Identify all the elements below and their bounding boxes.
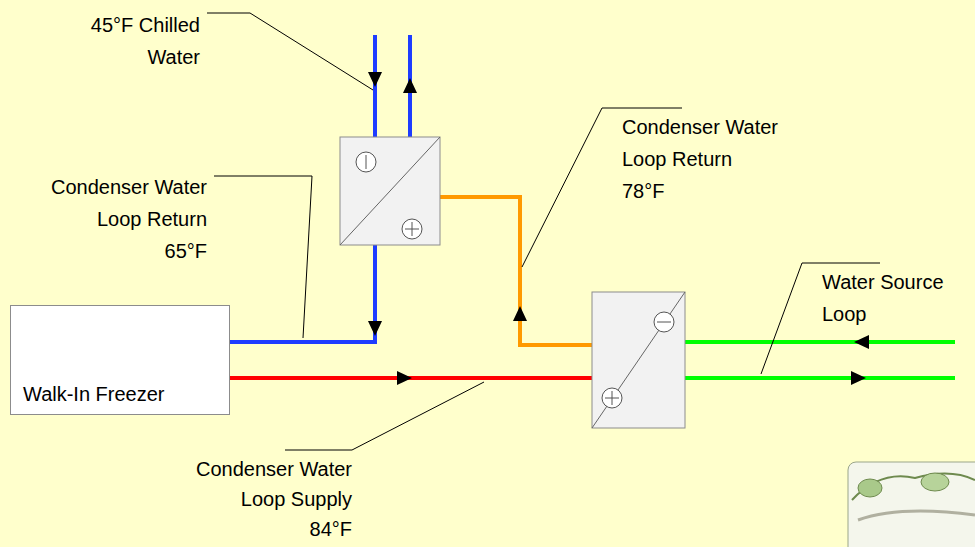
water-source-pipe bbox=[685, 340, 955, 344]
flow-arrow bbox=[368, 321, 382, 336]
illustration-road bbox=[858, 511, 975, 520]
text-line: Condenser Water bbox=[622, 111, 778, 143]
heat-exchanger bbox=[340, 137, 440, 245]
flow-arrow bbox=[397, 371, 412, 385]
text-line: Loop Return bbox=[51, 203, 207, 235]
cold-side-symbol bbox=[356, 152, 376, 172]
text-line: 45°F Chilled bbox=[91, 9, 200, 41]
condenser-return-pipe bbox=[440, 197, 592, 345]
condenser-return-pipe bbox=[230, 245, 375, 342]
heat-exchanger-body bbox=[592, 292, 685, 428]
minus-symbol bbox=[657, 322, 671, 323]
text-line: Loop bbox=[822, 298, 944, 330]
pipe-label: Condenser Water Loop Supply 84°F bbox=[196, 454, 352, 544]
hot-side-symbol bbox=[412, 222, 413, 236]
plus-symbol bbox=[612, 391, 613, 405]
pipe-label: Condenser Water Loop Return 78°F bbox=[622, 111, 778, 207]
water-source-pipe bbox=[685, 376, 955, 380]
pipe-label: Water Source Loop bbox=[822, 266, 944, 330]
corner-illustration bbox=[848, 462, 975, 547]
heat-exchanger bbox=[592, 292, 685, 428]
equipment-box: Walk-In Freezer bbox=[10, 305, 230, 415]
text-line: 65°F bbox=[51, 235, 207, 267]
box-label: Walk-In Freezer bbox=[23, 382, 165, 406]
text-line: Condenser Water bbox=[51, 171, 207, 203]
heat-exchanger-divider bbox=[340, 137, 440, 245]
flow-arrow bbox=[403, 78, 417, 93]
hot-side-symbol bbox=[402, 219, 422, 239]
illustration-hill bbox=[852, 473, 975, 500]
text-line: Water bbox=[91, 41, 200, 73]
illustration-tree bbox=[858, 479, 882, 497]
text-line: Loop Return bbox=[622, 143, 778, 175]
flow-arrow bbox=[851, 371, 866, 385]
minus-symbol bbox=[654, 312, 674, 332]
leader-line bbox=[207, 13, 373, 90]
text-line: 78°F bbox=[622, 175, 778, 207]
text-line: Water Source bbox=[822, 266, 944, 298]
flow-arrow bbox=[368, 72, 382, 87]
text-line: 84°F bbox=[196, 514, 352, 544]
flow-arrow bbox=[513, 306, 527, 321]
text-line: Condenser Water bbox=[196, 454, 352, 484]
heat-exchanger-body bbox=[340, 137, 440, 245]
text-line: Loop Supply bbox=[196, 484, 352, 514]
illustration-frame bbox=[848, 462, 975, 547]
pipe-label: 45°F Chilled Water bbox=[91, 9, 200, 73]
cold-side-symbol bbox=[366, 155, 367, 169]
plus-symbol bbox=[602, 388, 622, 408]
flow-arrow bbox=[854, 335, 869, 349]
pipe-label: Condenser Water Loop Return 65°F bbox=[51, 171, 207, 267]
leader-line bbox=[285, 382, 484, 450]
heat-exchanger-divider bbox=[592, 292, 685, 428]
illustration-tree bbox=[921, 473, 949, 491]
